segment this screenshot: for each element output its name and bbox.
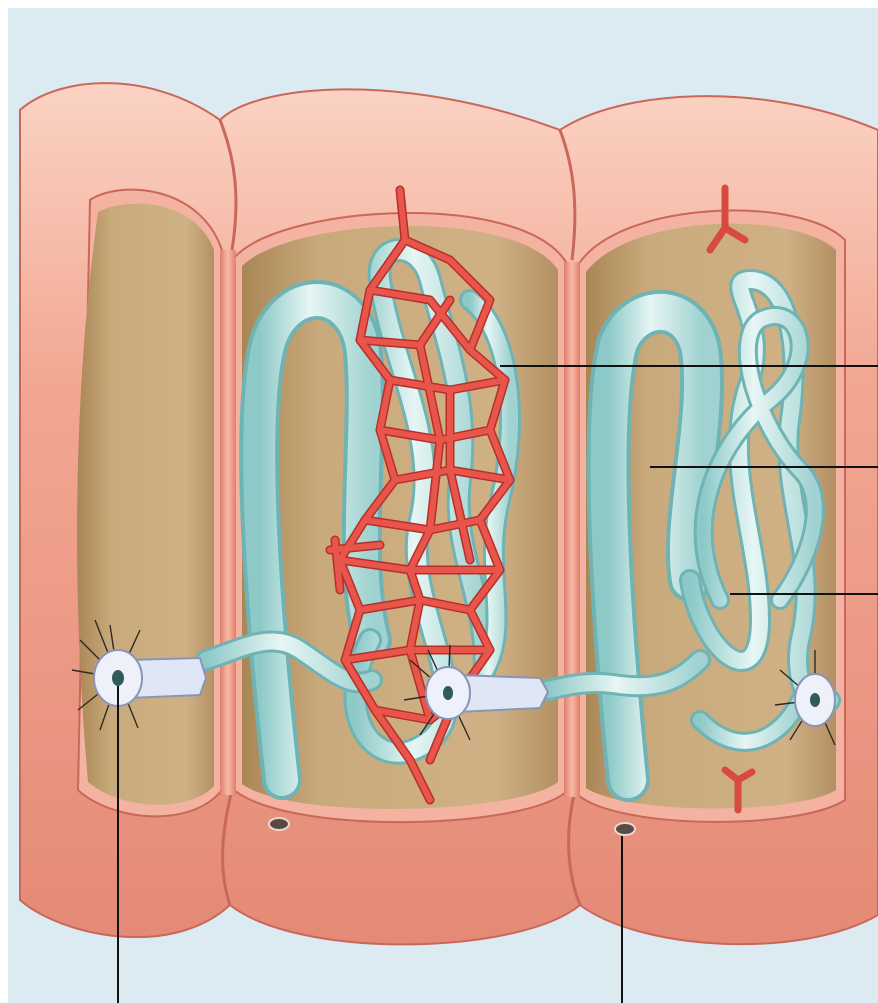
septum-left <box>220 250 236 795</box>
nephridiopore <box>269 818 289 830</box>
nephridiopore <box>615 823 635 835</box>
septum-right <box>564 262 580 797</box>
coelom-left <box>77 204 214 805</box>
